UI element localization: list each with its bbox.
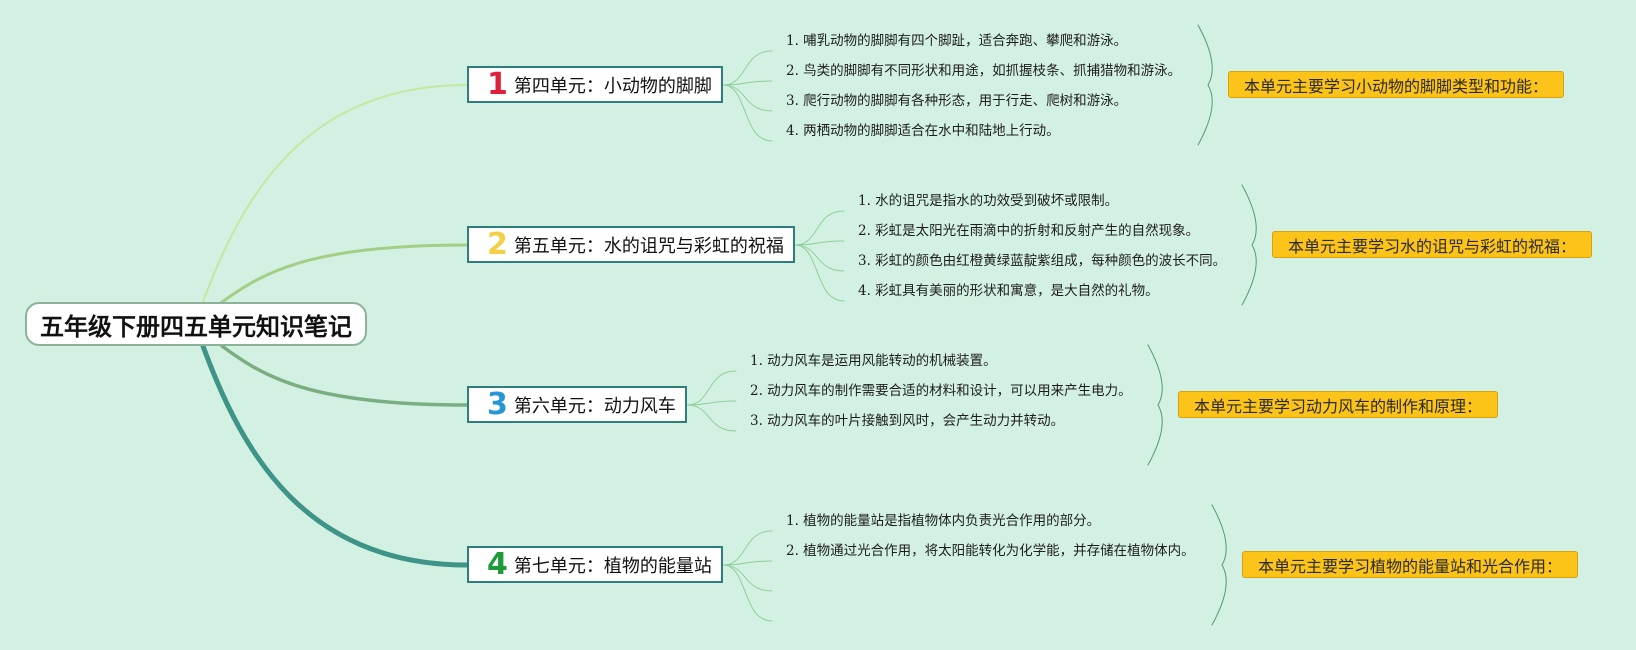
- leaf-line-2-1: [794, 210, 845, 246]
- branch-to-unit-2: [220, 243, 469, 304]
- summary-brace-1: [1197, 24, 1213, 146]
- unit-2-point-2: 2. 彩虹是太阳光在雨滴中的折射和反射产生的自然现象。: [858, 223, 1200, 239]
- leaf-line-4-3: [722, 564, 773, 592]
- summary-brace-3: [1147, 344, 1163, 466]
- leaf-line-2-2: [794, 240, 845, 246]
- leaf-line-3-1: [686, 370, 737, 406]
- unit-3-point-1: 1. 动力风车是运用风能转动的机械装置。: [750, 353, 997, 369]
- leaf-line-4-1: [722, 530, 773, 566]
- branch-to-unit-3: [220, 344, 469, 407]
- leaf-line-3-2: [686, 400, 737, 406]
- summary-brace-2: [1241, 184, 1257, 306]
- unit-2-point-3: 3. 彩虹的颜色由红橙黄绿蓝靛紫组成，每种颜色的波长不同。: [858, 253, 1227, 269]
- branch-to-unit-4: [200, 343, 470, 568]
- leaf-line-1-1: [722, 50, 773, 86]
- unit-3-summary[interactable]: 本单元主要学习动力风车的制作和原理：: [1178, 391, 1498, 418]
- unit-4-point-1: 1. 植物的能量站是指植物体内负责光合作用的部分。: [786, 513, 1101, 529]
- leaf-line-1-3: [722, 84, 773, 112]
- unit-2-summary[interactable]: 本单元主要学习水的诅咒与彩虹的祝福：: [1272, 231, 1592, 258]
- leaf-line-3-3: [686, 404, 737, 432]
- unit-1-point-4: 4. 两栖动物的脚脚适合在水中和陆地上行动。: [786, 123, 1060, 139]
- central-topic[interactable]: 五年级下册四五单元知识笔记: [25, 302, 367, 346]
- unit-number-2: 2: [487, 226, 508, 262]
- leaf-line-1-4: [722, 84, 773, 142]
- leaf-line-2-4: [794, 244, 845, 302]
- unit-node-3[interactable]: 3 第六单元：动力风车: [467, 386, 687, 423]
- summary-brace-4: [1211, 504, 1227, 626]
- unit-1-point-1: 1. 哺乳动物的脚脚有四个脚趾，适合奔跑、攀爬和游泳。: [786, 33, 1128, 49]
- unit-title-3: 第六单元：动力风车: [513, 395, 676, 417]
- unit-4-point-2: 2. 植物通过光合作用，将太阳能转化为化学能，并存储在植物体内。: [786, 543, 1195, 559]
- unit-2-point-4: 4. 彩虹具有美丽的形状和寓意，是大自然的礼物。: [858, 283, 1159, 299]
- unit-1-point-2: 2. 鸟类的脚脚有不同形状和用途，如抓握枝条、抓捕猎物和游泳。: [786, 63, 1182, 79]
- unit-title-1: 第四单元：小动物的脚脚: [513, 75, 712, 97]
- unit-node-4[interactable]: 4 第七单元：植物的能量站: [467, 546, 723, 583]
- unit-node-1[interactable]: 1 第四单元：小动物的脚脚: [467, 66, 723, 103]
- unit-4-summary[interactable]: 本单元主要学习植物的能量站和光合作用：: [1242, 551, 1578, 578]
- unit-1-summary[interactable]: 本单元主要学习小动物的脚脚类型和功能：: [1228, 71, 1564, 98]
- unit-title-4: 第七单元：植物的能量站: [513, 555, 712, 577]
- unit-3-point-3: 3. 动力风车的叶片接触到风时，会产生动力并转动。: [750, 413, 1065, 429]
- leaf-line-4-2: [722, 560, 773, 566]
- unit-number-4: 4: [487, 546, 508, 582]
- unit-number-1: 1: [487, 66, 508, 102]
- leaf-line-2-3: [794, 244, 845, 272]
- leaf-line-1-2: [722, 80, 773, 86]
- branch-to-unit-1: [202, 84, 468, 303]
- unit-number-3: 3: [487, 386, 508, 422]
- unit-3-point-2: 2. 动力风车的制作需要合适的材料和设计，可以用来产生电力。: [750, 383, 1132, 399]
- leaf-line-4-4: [722, 564, 773, 622]
- unit-node-2[interactable]: 2 第五单元：水的诅咒与彩虹的祝福: [467, 226, 795, 263]
- unit-title-2: 第五单元：水的诅咒与彩虹的祝福: [513, 235, 784, 257]
- unit-2-point-1: 1. 水的诅咒是指水的功效受到破坏或限制。: [858, 193, 1119, 209]
- unit-1-point-3: 3. 爬行动物的脚脚有各种形态，用于行走、爬树和游泳。: [786, 93, 1128, 109]
